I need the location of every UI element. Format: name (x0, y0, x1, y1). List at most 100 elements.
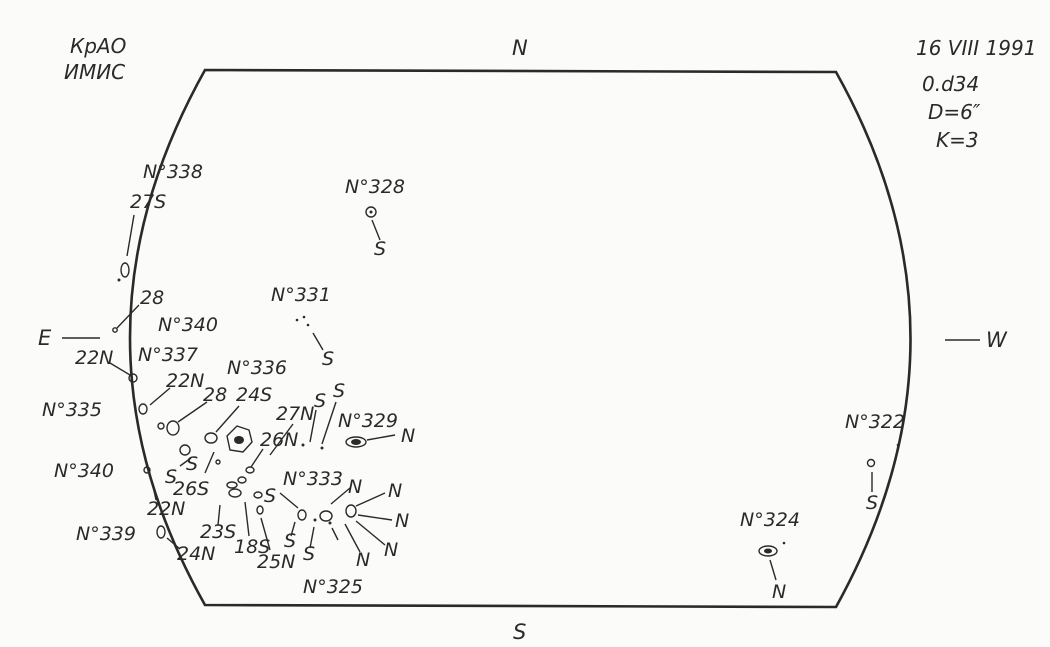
sunspot (319, 510, 333, 522)
leader-line (260, 517, 271, 551)
sunspot (256, 505, 264, 515)
sunspot (245, 466, 255, 474)
group-label: N°333 (283, 468, 343, 490)
polarity-label: 28 (203, 384, 228, 406)
leader-line (366, 434, 396, 441)
sunspot (215, 459, 221, 465)
polarity-label: 26N (260, 429, 299, 451)
group-label: N°336 (227, 357, 287, 379)
observation-time: 0.d34 (922, 72, 980, 96)
sunspot (345, 436, 367, 448)
leader-line (217, 504, 221, 526)
group-label: N°338 (143, 161, 203, 183)
leader-line (109, 362, 131, 376)
leader-line (166, 537, 181, 550)
polarity-label: N (772, 581, 787, 603)
sunspot (295, 318, 299, 322)
sunspot (204, 432, 218, 444)
polarity-label: N (395, 510, 410, 532)
polarity-label: 24N (177, 543, 216, 565)
polarity-label: 22N (166, 370, 205, 392)
sunspot (301, 443, 305, 447)
group-label: N°329 (338, 410, 398, 432)
polarity-label: S (264, 485, 277, 507)
sunspot (179, 444, 191, 456)
sunspot (237, 476, 247, 484)
leader-line (116, 304, 140, 329)
group-label: N°340 (158, 314, 218, 336)
sunspot (365, 206, 377, 218)
leader-line (244, 501, 250, 537)
leader-line (769, 559, 777, 581)
polarity-label: S (333, 380, 346, 402)
polarity-label: 22N (75, 347, 114, 369)
sunspot (328, 521, 332, 525)
sunspot (112, 327, 118, 333)
leader-line (179, 457, 192, 467)
polarity-label: S (314, 390, 327, 412)
polarity-label: 23S (200, 521, 237, 543)
group-label: N°335 (42, 399, 102, 421)
sunspot (896, 443, 900, 447)
leader-line (126, 214, 135, 257)
sunspot (226, 481, 238, 489)
sunspot (297, 509, 307, 521)
leader-line (312, 332, 324, 351)
polarity-label: 27S (130, 191, 167, 213)
sunspot (782, 541, 786, 545)
leader-line (250, 448, 264, 468)
observation-date: 16 VIII 1991 (916, 36, 1037, 60)
group-label: N°325 (303, 576, 363, 598)
leader-line (330, 487, 351, 505)
polarity-label: S (374, 238, 387, 260)
sunspot (138, 403, 148, 415)
polarity-label: N (348, 476, 363, 498)
sunspot (128, 373, 138, 383)
solar-disk-outline (128, 68, 912, 609)
polarity-label: S (284, 530, 297, 552)
polarity-label: 26S (173, 478, 210, 500)
leader-line (371, 219, 381, 241)
polarity-label: S (186, 453, 199, 475)
leader-line (309, 409, 317, 443)
sunspot (306, 323, 310, 327)
polarity-label: 18S (234, 536, 271, 558)
sunspot-umbra (351, 439, 361, 445)
sunspot (866, 458, 876, 468)
group-label: N°328 (345, 176, 405, 198)
polarity-label: 24S (236, 384, 273, 406)
sunspot-umbra (234, 436, 244, 444)
group-label: N°324 (740, 509, 800, 531)
leader-line (344, 523, 361, 553)
sunspot (117, 278, 121, 282)
leader-line (151, 480, 157, 501)
sunspot (320, 446, 324, 450)
program-label: ИМИС (64, 60, 126, 84)
sunspot (228, 488, 242, 498)
sunspot (313, 518, 317, 522)
leader-line (290, 521, 296, 537)
leader-line (355, 520, 386, 546)
sunspot (156, 525, 166, 539)
polarity-label: 27N (276, 403, 315, 425)
leader-line (357, 514, 393, 521)
polarity-label: N (356, 549, 371, 571)
leader-line (309, 526, 315, 549)
disk-diameter: D=6″ (928, 100, 981, 124)
group-label: N°337 (138, 344, 198, 366)
sunspot-umbra (764, 548, 772, 554)
k-index: K=3 (936, 128, 979, 152)
group-label: N°339 (76, 523, 136, 545)
sunspot (143, 466, 151, 474)
polarity-label: S (866, 492, 879, 514)
leader-line (331, 527, 339, 541)
leader-line (204, 451, 215, 474)
sunspot (166, 420, 180, 436)
sunspot (302, 315, 306, 319)
south-label: S (513, 620, 527, 644)
leader-line (215, 405, 240, 433)
leader-line (321, 401, 337, 445)
leader-line (269, 423, 294, 456)
polarity-label: 22N (147, 498, 186, 520)
leader-line (355, 492, 386, 507)
